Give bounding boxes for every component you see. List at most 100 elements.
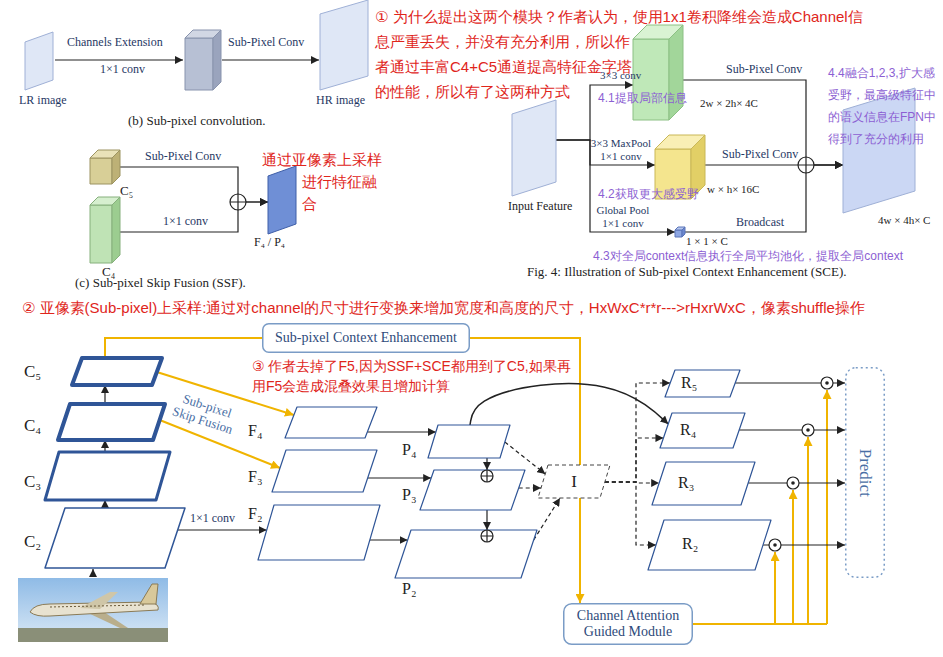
shape-face bbox=[58, 404, 165, 440]
shape-face bbox=[682, 227, 685, 237]
feature-cube: 1 × 1 × C bbox=[675, 227, 685, 237]
product-symbol bbox=[787, 477, 799, 489]
shape-face bbox=[112, 197, 120, 263]
feature-cube: C₅ bbox=[90, 150, 120, 184]
node-label: R₅ bbox=[681, 374, 697, 392]
node-label: Predict bbox=[855, 448, 875, 496]
shape-face bbox=[512, 100, 556, 196]
node-label: R₃ bbox=[678, 474, 694, 492]
edge-label: 3×3 MaxPool 1×1 conv bbox=[588, 137, 654, 163]
edge-label: Broadcast bbox=[736, 216, 784, 230]
edge-label: 1×1 conv bbox=[190, 512, 235, 526]
connector bbox=[605, 482, 656, 545]
connector bbox=[605, 438, 664, 482]
module-label: Sub-pixel Skip Fusion bbox=[166, 388, 244, 439]
connector bbox=[486, 458, 487, 470]
wing bbox=[86, 612, 128, 628]
node-label: 4w × 4h× C bbox=[878, 214, 930, 227]
connector bbox=[105, 338, 262, 358]
module-box: Sub-pixel Context Enhancement bbox=[262, 323, 470, 353]
feature-slab: 4w × 4h× C bbox=[843, 88, 915, 213]
sum-symbol bbox=[481, 530, 493, 542]
connector bbox=[120, 167, 268, 202]
annotation-note: 4.2获取更大感受野 bbox=[598, 188, 699, 202]
node-outline bbox=[72, 358, 162, 385]
sum-symbol bbox=[230, 194, 246, 210]
node-label: HR image bbox=[316, 94, 365, 108]
annotation-note: ① 为什么提出这两个模块？作者认为，使用1x1卷积降维会造成Channel信息严… bbox=[375, 4, 865, 329]
shape-face bbox=[272, 450, 377, 492]
connector bbox=[120, 202, 268, 232]
node-outline bbox=[320, 0, 368, 90]
edge-label: Sub-Pixel Conv bbox=[726, 63, 802, 77]
sum-symbols bbox=[230, 157, 814, 542]
node-label: F₄ / P₄ bbox=[254, 236, 285, 250]
node-label: Sub-pixel Context Enhancement bbox=[275, 330, 457, 346]
sky bbox=[18, 578, 168, 642]
image-slab: LR image bbox=[25, 32, 53, 90]
image-slab: HR image bbox=[320, 0, 368, 90]
node-label: F₃ bbox=[248, 468, 262, 486]
connector bbox=[470, 384, 668, 425]
airplane-photo bbox=[18, 578, 168, 642]
edge-label: 1×1 conv bbox=[163, 215, 208, 229]
node-outline bbox=[90, 150, 120, 184]
connector bbox=[104, 385, 105, 404]
feature-map: F₃ bbox=[272, 450, 377, 492]
cube-face bbox=[185, 38, 213, 90]
edge-label: Sub-Pixel Conv bbox=[722, 148, 798, 162]
integrated-map: I bbox=[538, 465, 610, 498]
attention-wire bbox=[774, 552, 776, 624]
node-label: C₂ bbox=[24, 532, 41, 552]
feature-slab: F₄ / P₄ bbox=[268, 166, 296, 234]
tail bbox=[140, 584, 158, 604]
shape-face bbox=[45, 452, 170, 500]
annotation-note: 4.1提取局部信息 bbox=[598, 92, 687, 106]
node-outline bbox=[675, 227, 685, 237]
node-outline bbox=[258, 505, 380, 560]
product-dots bbox=[773, 381, 829, 547]
subfigure-caption: (c) Sub-pixel Skip Fusion (SSF). bbox=[75, 276, 246, 291]
node-label: I bbox=[571, 472, 577, 492]
node-outline bbox=[843, 88, 915, 213]
feature-slab: Input Feature bbox=[512, 100, 556, 196]
shape-face bbox=[669, 25, 683, 120]
connectors bbox=[105, 80, 845, 603]
arrow bbox=[92, 569, 93, 577]
shape-face bbox=[843, 88, 915, 213]
product-dot bbox=[806, 428, 810, 432]
shape-face bbox=[112, 150, 120, 184]
attention-wire bbox=[826, 390, 828, 624]
annotation-note: ③ 作者去掉了F5,因为SSF+SCE都用到了C5,如果再用F5会造成混叠效果且… bbox=[252, 356, 577, 396]
windows bbox=[50, 605, 145, 607]
connector bbox=[505, 442, 545, 474]
node-outline bbox=[268, 166, 296, 234]
attention-wire bbox=[691, 623, 827, 625]
node-outline bbox=[272, 450, 377, 492]
edge-label: Global Pool 1×1 conv bbox=[590, 204, 656, 230]
cube-face bbox=[213, 30, 221, 90]
sum-symbol bbox=[481, 470, 493, 482]
shape-face bbox=[268, 166, 296, 234]
connector bbox=[605, 383, 670, 482]
node-label: C₄ bbox=[24, 416, 41, 436]
node-outline bbox=[285, 407, 377, 438]
figure-caption: Fig. 4: Illustration of Sub-pixel Contex… bbox=[527, 265, 847, 280]
node-label: C₃ bbox=[24, 472, 41, 492]
connector bbox=[368, 477, 432, 478]
shape-face bbox=[90, 158, 112, 184]
attention-wire bbox=[792, 490, 794, 624]
shape-face bbox=[263, 324, 470, 353]
node-label: Channel Attention Guided Module bbox=[569, 608, 687, 640]
arrow bbox=[222, 59, 319, 60]
operation-label: Channels Extension bbox=[67, 36, 163, 50]
connector bbox=[370, 539, 408, 540]
connector bbox=[683, 80, 843, 165]
feature-map: P₃ bbox=[420, 470, 525, 510]
annotation-note: ② 亚像素(Sub-pixel)上采样:通过对channel的尺寸进行变换来增加… bbox=[22, 298, 937, 318]
product-symbol bbox=[821, 377, 833, 389]
operation-label: Sub-Pixel Conv bbox=[228, 36, 304, 50]
node-outline bbox=[58, 404, 165, 440]
shape-face bbox=[45, 508, 185, 568]
node-outline bbox=[652, 462, 755, 505]
